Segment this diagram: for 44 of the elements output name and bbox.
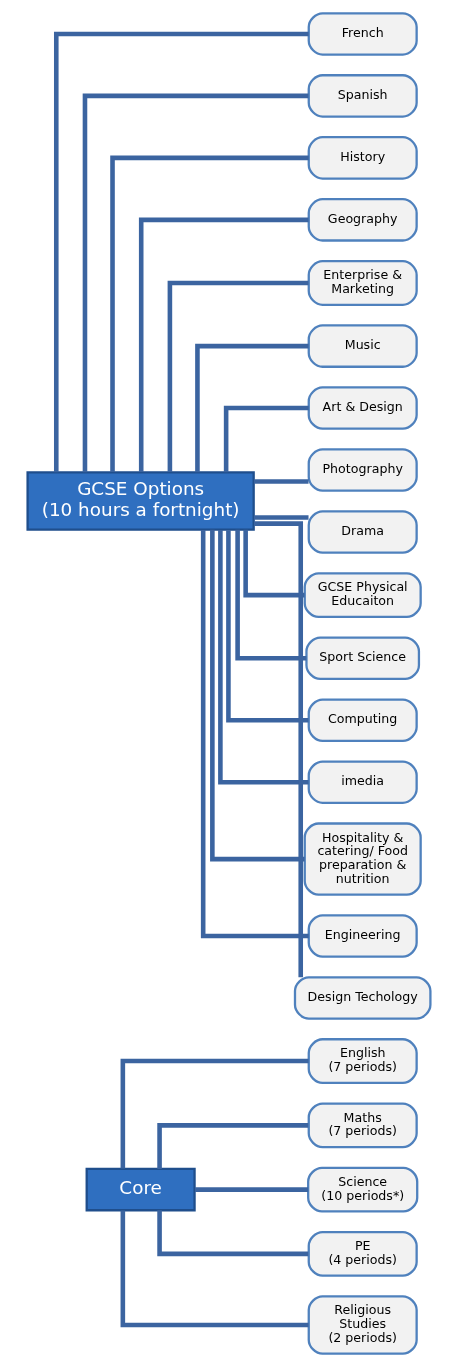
node-box: GCSE Physical Educaiton: [303, 572, 422, 619]
connector: [217, 530, 308, 785]
connector: [209, 529, 305, 862]
node-box: English (7 periods): [307, 1038, 418, 1085]
connector: [200, 529, 309, 939]
connector: [120, 1210, 309, 1328]
node-box: Enterprise & Marketing: [307, 260, 418, 306]
node-box: Computing: [307, 698, 418, 743]
node-box: Maths (7 periods): [307, 1102, 418, 1149]
node-box: Sport Science: [304, 636, 420, 681]
connector: [53, 31, 309, 473]
connector: [82, 93, 308, 473]
node-box: Science (10 periods*): [306, 1166, 418, 1213]
node-box: Spanish: [307, 74, 418, 118]
connector: [156, 1210, 308, 1257]
connector: [242, 529, 304, 598]
node-box: GCSE Options (10 hours a fortnight): [25, 471, 255, 531]
node-box: Drama: [307, 510, 418, 554]
node-box: History: [307, 136, 418, 180]
connector: [156, 1123, 308, 1169]
connector: [223, 405, 309, 473]
node-box: Music: [307, 324, 418, 368]
node-box: imedia: [307, 760, 418, 804]
node-box: Hospitality & catering/ Food preparation & nutrition: [303, 822, 422, 896]
connector: [194, 343, 309, 473]
node-box: Photography: [307, 448, 418, 492]
node-box: Core: [85, 1167, 196, 1212]
connector: [253, 521, 303, 978]
connector: [138, 217, 308, 472]
node-box: Art & Design: [307, 386, 418, 430]
node-box: Religious Studies (2 periods): [307, 1295, 418, 1355]
connector: [225, 530, 308, 723]
connector: [234, 529, 306, 661]
node-box: French: [307, 12, 418, 56]
connector: [253, 479, 309, 484]
node-box: Geography: [307, 198, 418, 242]
connector: [194, 1187, 308, 1192]
node-box: Design Techology: [293, 976, 432, 1020]
connector: [167, 280, 308, 473]
node-box: Engineering: [307, 914, 418, 958]
connector: [253, 515, 309, 520]
connector: [109, 155, 309, 473]
connector: [120, 1058, 309, 1169]
node-box: PE (4 periods): [307, 1230, 418, 1277]
